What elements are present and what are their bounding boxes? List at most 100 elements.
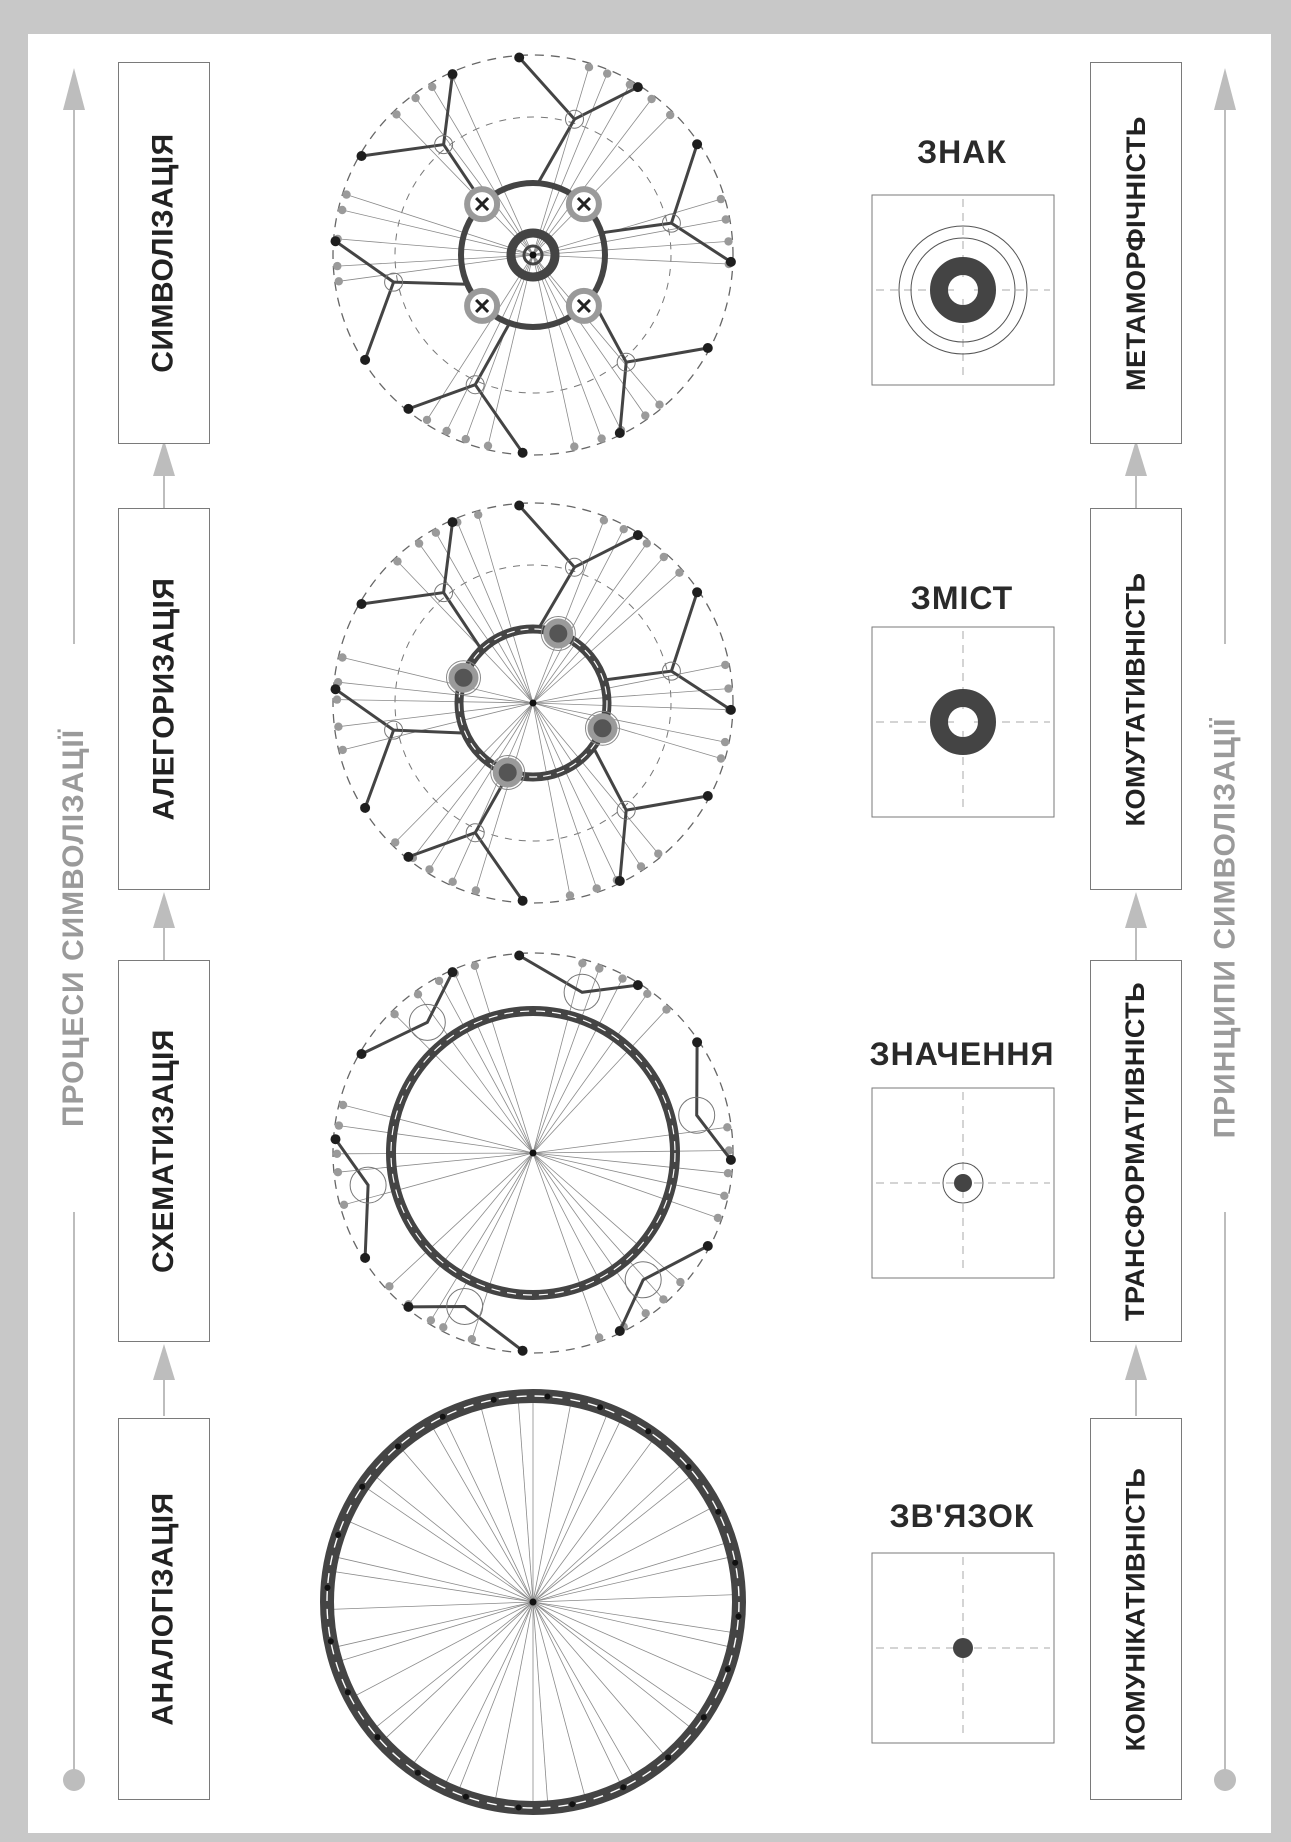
- ray-line: [532, 978, 623, 1154]
- node-halo: [490, 755, 526, 790]
- spoke-line: [532, 1601, 704, 1719]
- ray-line: [338, 681, 534, 704]
- level-heading-meaning: ЗНАЧЕННЯ: [869, 1036, 1055, 1072]
- ray-node: [426, 1316, 436, 1325]
- ray-node: [675, 568, 684, 577]
- ray-node: [636, 862, 646, 871]
- principle-transformativity: ТРАНСФОРМАТИВНІСТЬ: [1090, 960, 1182, 1342]
- stage-box-analogization: [118, 1418, 210, 1800]
- branch-endpoint: [632, 530, 643, 541]
- branch-endpoint: [517, 895, 528, 906]
- joint-circle: [616, 800, 636, 820]
- branch-endpoint: [360, 802, 371, 813]
- marker-thin-ring: [942, 1162, 984, 1204]
- branch-endpoint: [403, 403, 414, 414]
- ray-line: [412, 702, 534, 859]
- spoke-line: [398, 1445, 534, 1603]
- branch-endpoint: [447, 69, 458, 80]
- spoke-line: [532, 1601, 549, 1808]
- spoke-line: [479, 1402, 534, 1603]
- spoke-line: [532, 1473, 695, 1603]
- rim-node: [439, 1413, 446, 1420]
- ray-line: [477, 514, 534, 704]
- ray-node: [716, 194, 726, 204]
- ray-line: [418, 543, 534, 704]
- spoke-line: [371, 1601, 534, 1731]
- ray-line: [394, 1013, 534, 1154]
- ring-main-dashes: [390, 1010, 676, 1296]
- rim-node: [569, 1801, 576, 1808]
- structure-branch: [618, 346, 709, 434]
- left-axis-title: ПРОЦЕСИ СИМВОЛІЗАЦІЇ: [34, 644, 114, 1212]
- joint-circle: [434, 135, 454, 155]
- spoke-line: [410, 1601, 534, 1768]
- ray-line: [532, 1152, 681, 1283]
- cross-mark-icon: [576, 298, 591, 313]
- spoke-line: [532, 1461, 685, 1603]
- ray-node: [392, 110, 401, 119]
- arrow-up-icon: [1125, 892, 1147, 928]
- ring-main: [458, 180, 608, 330]
- ray-line: [532, 254, 575, 447]
- node-halo: [540, 616, 576, 651]
- spoke-line: [381, 1601, 534, 1743]
- ray-line: [456, 522, 534, 704]
- ray-node: [676, 1277, 685, 1287]
- joint-circle: [408, 1003, 446, 1041]
- ray-node: [439, 1323, 448, 1332]
- left-axis-title-text: ПРОЦЕСИ СИМВОЛІЗАЦІЇ: [57, 728, 90, 1128]
- ray-node: [724, 237, 733, 246]
- principle-metamorphicity: МЕТАМОРФІЧНІСТЬ: [1090, 62, 1182, 444]
- branch-endpoint: [447, 967, 458, 978]
- joint-circle: [661, 213, 681, 233]
- structure-branch: [618, 1244, 709, 1332]
- ray-node: [597, 434, 606, 443]
- cross-mark-icon: [475, 298, 490, 313]
- principle-box-transformativity: [1090, 960, 1182, 1342]
- stage-box-symbolization: [118, 62, 210, 444]
- spoke-line: [329, 1570, 534, 1603]
- ray-line: [342, 702, 534, 751]
- ray-node: [595, 964, 604, 973]
- branch-endpoint: [403, 851, 414, 862]
- structure-branch: [360, 971, 454, 1056]
- rim-node: [544, 1393, 551, 1400]
- level-heading-link: ЗВ'ЯЗОК: [889, 1498, 1035, 1534]
- ray-node: [413, 990, 423, 999]
- rim-node: [324, 1584, 331, 1591]
- stage-label: АЛЕГОРИЗАЦІЯ: [147, 577, 181, 821]
- ray-node: [333, 1168, 343, 1177]
- ray-line: [475, 702, 534, 891]
- rim-node: [735, 1613, 742, 1620]
- ring-main-dashes: [458, 628, 608, 778]
- ray-node: [655, 400, 664, 409]
- ray-line: [532, 702, 598, 889]
- ray-line: [346, 194, 534, 256]
- level-heading-content: ЗМІСТ: [910, 580, 1014, 616]
- ray-line: [426, 254, 534, 421]
- principle-box-metamorphicity: [1090, 62, 1182, 444]
- ray-node: [713, 1213, 723, 1223]
- right-axis-title: ПРИНЦИПИ СИМВОЛІЗАЦІЇ: [1185, 644, 1265, 1212]
- ray-node: [625, 80, 635, 89]
- rim-node: [374, 1734, 381, 1741]
- spoke-line: [335, 1601, 534, 1663]
- ray-node: [720, 1191, 729, 1201]
- ray-node: [471, 886, 481, 895]
- joint-circle: [384, 720, 404, 740]
- wheel-schematization: [330, 950, 736, 1356]
- ray-node: [584, 62, 594, 72]
- structure-branch: [393, 280, 468, 286]
- ray-line: [532, 529, 625, 704]
- ray-line: [465, 254, 534, 440]
- branch-endpoint: [356, 151, 367, 161]
- ray-line: [532, 1152, 729, 1174]
- node-core: [587, 713, 618, 744]
- stage-box-schematization: [118, 960, 210, 1342]
- branch-endpoint: [330, 236, 341, 247]
- ray-node: [333, 261, 342, 271]
- marker-dot: [954, 1174, 972, 1192]
- ray-node: [390, 1010, 399, 1019]
- joint-circle: [624, 1261, 662, 1299]
- ray-line: [532, 702, 618, 881]
